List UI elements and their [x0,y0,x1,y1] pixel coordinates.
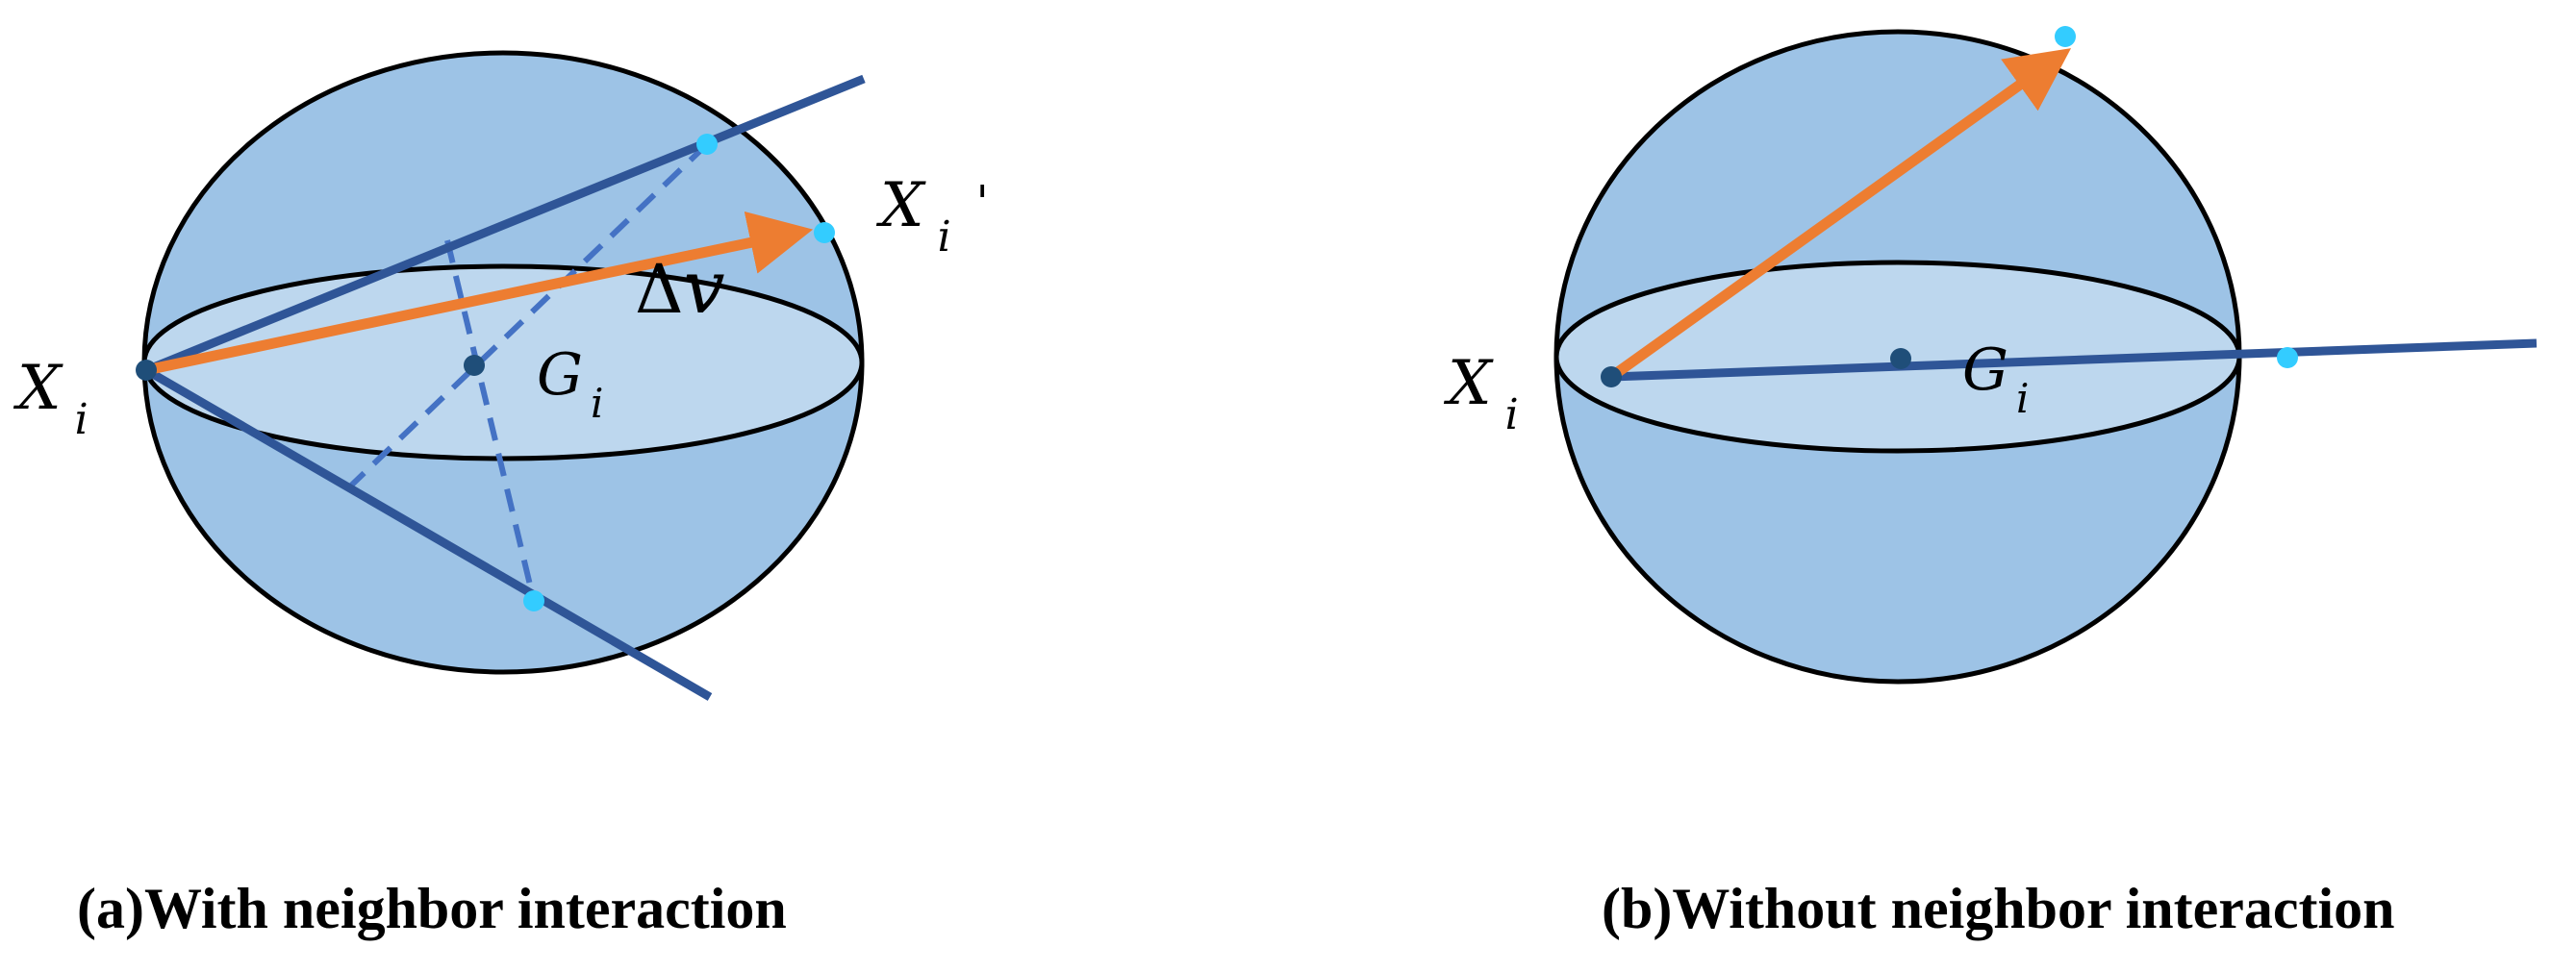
point-xi [1601,366,1622,387]
velocity-arrow [1607,48,2072,382]
neighbor-line [1610,338,2538,382]
point-lower [523,590,544,611]
dashed-line [444,239,537,602]
point-xi [136,360,157,381]
caption-b: (b)Without neighbor interaction [1602,877,2395,940]
point-upper [696,134,718,155]
point-gi [1890,348,1911,369]
caption-a: (a)With neighbor interaction [77,877,787,940]
neighbor-line-lower [143,366,713,701]
neighbor-line-upper [144,74,866,375]
dashed-line [348,141,710,488]
point-top [2055,26,2076,47]
point-xi-prime [814,222,835,243]
delta-v-arrow [144,211,814,376]
point-gi [464,355,485,376]
label-delta-v: Δv [635,244,725,330]
point-right [2277,347,2298,368]
